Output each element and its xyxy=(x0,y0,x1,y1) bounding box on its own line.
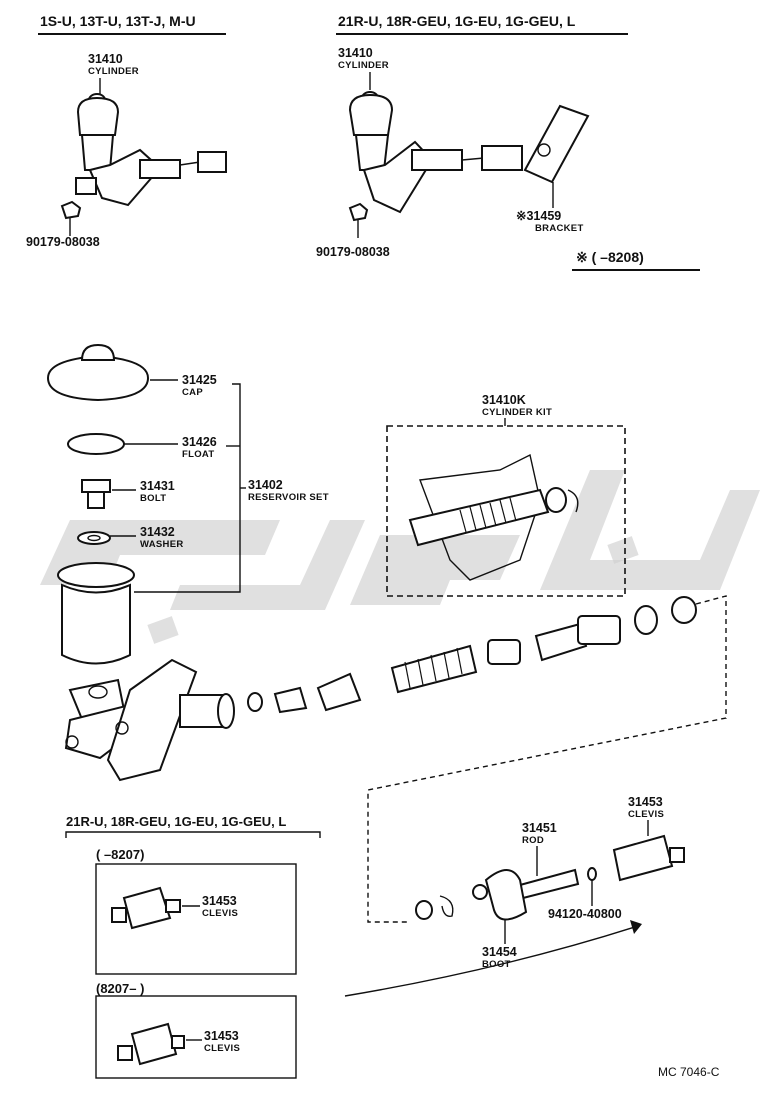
rod-number: 31451 xyxy=(522,821,557,835)
cylinder-kit-name: CYLINDER KIT xyxy=(482,407,552,418)
clevis-main-number: 31453 xyxy=(628,795,663,809)
boot-name: BOOT xyxy=(482,959,511,970)
cylinder-assembly-right: 31410 CYLINDER ※31459 BRACKET 90179-0803… xyxy=(316,46,700,271)
clevis-main-name: CLEVIS xyxy=(628,809,664,820)
reservoir-set-number: 31402 xyxy=(248,478,283,492)
cap-name: CAP xyxy=(182,387,203,398)
nut-right-number: 90179-08038 xyxy=(316,245,390,259)
cylinder-right-name: CYLINDER xyxy=(338,60,389,71)
range-late: (8207– ) xyxy=(96,981,144,996)
master-cylinder-body xyxy=(64,658,235,782)
float-name: FLOAT xyxy=(182,449,214,460)
cylinder-right-number: 31410 xyxy=(338,46,373,60)
figure-code: MC 7046-C xyxy=(658,1065,720,1079)
reservoir-set: 31425 CAP 31426 FLOAT 31431 BOLT 31432 W… xyxy=(46,343,329,665)
bracket-number: ※31459 xyxy=(516,209,561,223)
header-right: 21R-U, 18R-GEU, 1G-EU, 1G-GEU, L xyxy=(338,13,576,29)
cylinder-kit: 31410K CYLINDER KIT xyxy=(386,393,626,597)
reservoir-set-name: RESERVOIR SET xyxy=(248,492,329,503)
clevis-late-name: CLEVIS xyxy=(204,1043,240,1054)
rod-name: ROD xyxy=(522,835,544,846)
internal-parts xyxy=(247,595,727,923)
clevis-late-number: 31453 xyxy=(204,1029,239,1043)
pin-number: 94120-40800 xyxy=(548,907,622,921)
cylinder-left-name: CYLINDER xyxy=(88,66,139,77)
float-number: 31426 xyxy=(182,435,217,449)
header-lower: 21R-U, 18R-GEU, 1G-EU, 1G-GEU, L xyxy=(66,814,286,829)
note-range: ※ ( –8208) xyxy=(576,249,644,265)
cylinder-assembly-left: 31410 CYLINDER 90179-08038 xyxy=(26,52,227,249)
washer-name: WASHER xyxy=(140,539,184,550)
bolt-name: BOLT xyxy=(140,493,166,504)
range-early: ( –8207) xyxy=(96,847,144,862)
header-left: 1S-U, 13T-U, 13T-J, M-U xyxy=(40,13,196,29)
push-rod-assembly: 31453 CLEVIS 31451 ROD 94120-40800 31454… xyxy=(344,795,685,997)
clevis-early-name: CLEVIS xyxy=(202,908,238,919)
nut-left-number: 90179-08038 xyxy=(26,235,100,249)
clevis-variants: 21R-U, 18R-GEU, 1G-EU, 1G-GEU, L ( –8207… xyxy=(65,814,321,1079)
boot-number: 31454 xyxy=(482,945,517,959)
cylinder-kit-number: 31410K xyxy=(482,393,526,407)
cylinder-left-number: 31410 xyxy=(88,52,123,66)
bracket-name: BRACKET xyxy=(535,223,584,234)
cap-number: 31425 xyxy=(182,373,217,387)
bolt-number: 31431 xyxy=(140,479,175,493)
washer-number: 31432 xyxy=(140,525,175,539)
clevis-early-number: 31453 xyxy=(202,894,237,908)
